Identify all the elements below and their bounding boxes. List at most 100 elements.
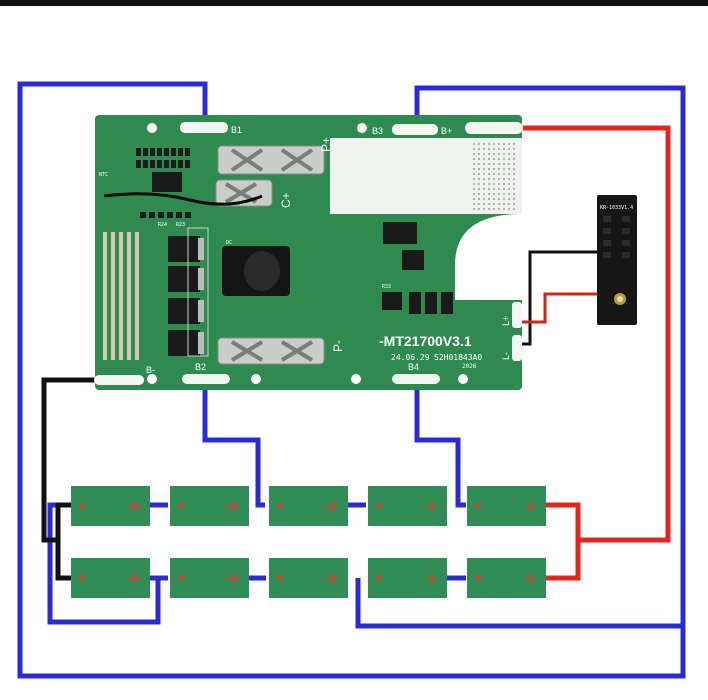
via bbox=[503, 148, 505, 150]
via bbox=[483, 173, 485, 175]
via bbox=[488, 163, 490, 165]
via bbox=[493, 163, 495, 165]
sense-bar bbox=[103, 232, 107, 360]
module-label: KR-1033V1.4 bbox=[600, 205, 633, 211]
via bbox=[493, 173, 495, 175]
via bbox=[483, 188, 485, 190]
mount-hole bbox=[251, 374, 261, 384]
via bbox=[508, 143, 510, 145]
via bbox=[513, 168, 515, 170]
pad-lplus bbox=[512, 302, 522, 328]
via bbox=[473, 178, 475, 180]
via bbox=[513, 148, 515, 150]
ic-chip bbox=[152, 172, 182, 192]
cell-minus-terminal bbox=[178, 575, 184, 581]
wire-b1-outer bbox=[17, 81, 686, 679]
via bbox=[498, 183, 500, 185]
cell-plus-symbol: + bbox=[127, 496, 142, 517]
label-dc: DC bbox=[226, 240, 232, 246]
via bbox=[503, 163, 505, 165]
via bbox=[498, 198, 500, 200]
module-led bbox=[603, 252, 611, 258]
blue-wires bbox=[17, 81, 686, 679]
via bbox=[503, 193, 505, 195]
via bbox=[503, 173, 505, 175]
pad-bplus bbox=[465, 122, 523, 134]
via bbox=[478, 153, 480, 155]
smd-part bbox=[178, 160, 183, 168]
wire-b2 bbox=[202, 380, 265, 508]
copper-pad-area bbox=[330, 138, 522, 214]
module-led bbox=[622, 228, 630, 234]
label-b1: B1 bbox=[231, 125, 242, 135]
mosfet bbox=[168, 236, 200, 262]
battery-cell: + bbox=[467, 558, 546, 598]
via bbox=[508, 163, 510, 165]
via bbox=[473, 143, 475, 145]
mosfet bbox=[168, 298, 200, 324]
label-b2: B2 bbox=[195, 362, 206, 372]
via bbox=[473, 193, 475, 195]
pad-b1 bbox=[180, 122, 228, 133]
label-p-plus: P+ bbox=[319, 137, 333, 152]
via bbox=[503, 208, 505, 210]
module-led bbox=[622, 252, 630, 258]
terminal-c-plus bbox=[215, 179, 273, 207]
sense-bar bbox=[127, 232, 131, 360]
smd-part bbox=[185, 160, 190, 168]
via bbox=[473, 163, 475, 165]
via bbox=[483, 143, 485, 145]
module-button-center bbox=[617, 296, 623, 302]
wire-cells-plus-link bbox=[545, 502, 581, 581]
black-wires bbox=[41, 377, 100, 581]
via bbox=[478, 143, 480, 145]
sense-bar bbox=[119, 232, 123, 360]
via bbox=[513, 208, 515, 210]
via bbox=[503, 143, 505, 145]
smd-part bbox=[164, 148, 169, 156]
label-r24: R24 bbox=[158, 222, 167, 228]
via bbox=[483, 168, 485, 170]
wire-b4 bbox=[414, 372, 466, 508]
cell-plus-symbol: + bbox=[523, 568, 538, 589]
board-code: 2026 bbox=[462, 363, 477, 370]
via bbox=[488, 143, 490, 145]
via bbox=[483, 198, 485, 200]
cell-plus-symbol: + bbox=[325, 568, 340, 589]
via bbox=[503, 153, 505, 155]
via bbox=[513, 193, 515, 195]
wire-bplus-to-cells bbox=[520, 125, 671, 543]
pad-b4 bbox=[392, 374, 440, 384]
via bbox=[488, 208, 490, 210]
module-led bbox=[603, 228, 611, 234]
via bbox=[478, 158, 480, 160]
cell-minus-terminal bbox=[475, 575, 481, 581]
smd-part bbox=[171, 148, 176, 156]
via bbox=[473, 208, 475, 210]
board-cutout bbox=[455, 214, 522, 300]
via bbox=[483, 208, 485, 210]
cell-minus-terminal bbox=[178, 503, 184, 509]
red-wires bbox=[520, 125, 671, 581]
via bbox=[488, 193, 490, 195]
smd-part bbox=[185, 148, 190, 156]
via bbox=[488, 188, 490, 190]
module-led bbox=[622, 240, 630, 246]
cell-plus-symbol: + bbox=[424, 496, 439, 517]
via bbox=[493, 198, 495, 200]
via bbox=[498, 163, 500, 165]
via bbox=[478, 163, 480, 165]
module-led bbox=[603, 240, 611, 246]
dc-jack-barrel bbox=[244, 251, 280, 291]
via bbox=[503, 168, 505, 170]
via bbox=[493, 203, 495, 205]
via bbox=[488, 153, 490, 155]
via bbox=[493, 178, 495, 180]
battery-cells: ++++++++++ bbox=[71, 486, 546, 598]
cell-minus-terminal bbox=[79, 503, 85, 509]
via bbox=[493, 158, 495, 160]
via bbox=[473, 148, 475, 150]
battery-cell: + bbox=[368, 558, 447, 598]
cell-minus-terminal bbox=[475, 503, 481, 509]
